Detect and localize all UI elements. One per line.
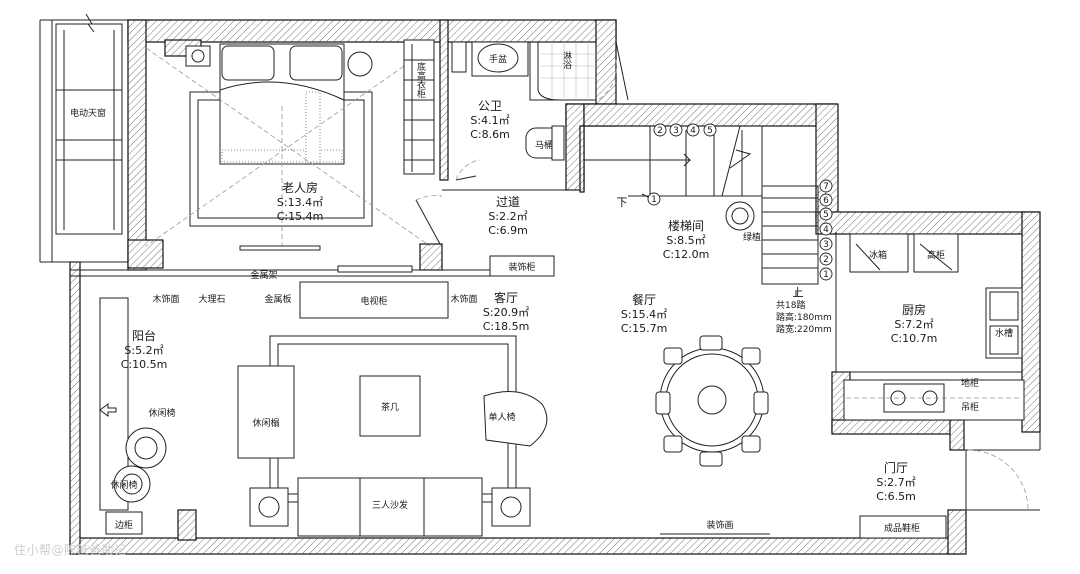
bathroom-name: 公卫 — [478, 99, 502, 113]
stair-num-right-3: 3 — [823, 240, 829, 250]
room-labels: 老人房 S:13.4㎡ C:15.4m 公卫 S:4.1㎡ C:8.6m 过道 … — [121, 99, 938, 503]
public-bathroom — [451, 41, 597, 181]
elderly-room-name: 老人房 — [282, 180, 318, 195]
metal-panel-label: 金属板 — [264, 293, 291, 305]
skylight — [55, 13, 123, 235]
stair-num-upper-5: 5 — [707, 126, 713, 136]
wardrobe-label: 底高衣柜 — [415, 61, 426, 99]
walls — [69, 19, 1041, 555]
elderly-room — [145, 39, 443, 251]
wood-panel-right-label: 木饰面 — [450, 293, 477, 305]
dining-set — [655, 335, 769, 467]
dining-perimeter: C:15.7m — [621, 322, 668, 335]
balcony-name: 阳台 — [132, 328, 156, 343]
base-cabinet-label: 地柜 — [961, 377, 979, 389]
tea-table-label: 茶几 — [381, 401, 399, 413]
tall-cabinet-label: 高柜 — [927, 249, 945, 261]
furniture-labels: 电动天窗 底高衣柜 手盆 淋浴 马桶 装饰柜 金属架 木饰面 大理石 金属板 电… — [70, 50, 1013, 534]
side-cabinet-label: 边柜 — [115, 519, 133, 531]
kitchen-area: S:7.2㎡ — [894, 318, 933, 331]
stair-num-right-2: 2 — [823, 255, 829, 265]
balcony-area: S:5.2㎡ — [124, 344, 163, 357]
kitchen — [843, 233, 1025, 421]
foyer-perimeter: C:6.5m — [876, 490, 916, 503]
sofa-label: 三人沙发 — [372, 499, 408, 511]
balcony-perimeter: C:10.5m — [121, 358, 168, 371]
stair-down-label: 下 — [617, 196, 628, 209]
foyer-area: S:2.7㎡ — [876, 476, 915, 489]
deco-cabinet-label: 装饰柜 — [508, 261, 535, 273]
marble-label: 大理石 — [198, 293, 225, 305]
leisure-chair-1-label: 休闲椅 — [148, 407, 175, 419]
dining-area: S:15.4㎡ — [621, 308, 667, 321]
corridor-perimeter: C:6.9m — [488, 224, 528, 237]
stairwell-area: S:8.5㎡ — [666, 234, 705, 247]
tv-cabinet-label: 电视柜 — [360, 295, 387, 307]
stair-num-right-7: 7 — [823, 182, 829, 192]
stair-num-right-5: 5 — [823, 210, 829, 220]
stair-num-upper-2: 2 — [657, 126, 663, 136]
corridor-area: S:2.2㎡ — [488, 210, 527, 223]
fridge-label: 冰箱 — [869, 249, 887, 261]
stair-num-upper-4: 4 — [690, 126, 696, 136]
wood-panel-left-label: 木饰面 — [152, 293, 179, 305]
stairwell — [584, 125, 819, 296]
shower-label: 淋浴 — [561, 50, 572, 70]
stair-num-right-4: 4 — [823, 225, 829, 235]
stair-number-labels: 2 3 4 5 1 7 6 5 4 3 2 1 — [651, 126, 829, 280]
stair-num-right-6: 6 — [823, 196, 829, 206]
living-furniture — [99, 265, 548, 537]
deco-painting-label: 装饰画 — [706, 519, 733, 531]
stair-up-label: 上 — [793, 286, 804, 299]
leisure-chair-2-label: 休闲椅 — [110, 479, 137, 491]
living-area: S:20.9㎡ — [483, 306, 529, 319]
stair-note-steps: 共18踏 — [776, 299, 805, 311]
toilet-label: 马桶 — [535, 139, 553, 151]
outline-lines — [39, 19, 1041, 511]
misc-cabinets — [489, 255, 947, 539]
foyer-name: 门厅 — [884, 460, 908, 475]
elderly-room-area: S:13.4㎡ — [277, 196, 323, 209]
watermark: 住小帮@陈爸爸助记 — [14, 543, 127, 557]
stairwell-name: 楼梯间 — [668, 218, 704, 233]
wall-cabinet-label: 吊柜 — [961, 401, 979, 413]
living-perimeter: C:18.5m — [483, 320, 530, 333]
elderly-room-perimeter: C:15.4m — [277, 210, 324, 223]
skylight-label: 电动天窗 — [70, 107, 106, 119]
kitchen-perimeter: C:10.7m — [891, 332, 938, 345]
stairwell-perimeter: C:12.0m — [663, 248, 710, 261]
lounge-couch-label: 休闲榻 — [252, 417, 279, 429]
bathroom-area: S:4.1㎡ — [470, 114, 509, 127]
bathroom-perimeter: C:8.6m — [470, 128, 510, 141]
shoe-cabinet-label: 成品鞋柜 — [884, 522, 920, 534]
plant-label: 绿植 — [743, 231, 761, 243]
sink-label: 水槽 — [995, 327, 1013, 339]
stair-num-lower-1: 1 — [651, 195, 657, 205]
stair-note-height: 踏高:180mm — [776, 311, 832, 323]
stair-numbers — [647, 123, 833, 281]
stair-note-width: 踏宽:220mm — [776, 323, 832, 335]
metal-shelf-label: 金属架 — [250, 269, 277, 281]
stair-num-upper-3: 3 — [673, 126, 679, 136]
basin-label: 手盆 — [489, 53, 507, 65]
living-name: 客厅 — [494, 290, 518, 305]
kitchen-name: 厨房 — [902, 302, 926, 317]
corridor-name: 过道 — [496, 195, 520, 209]
dining-name: 餐厅 — [632, 292, 656, 307]
armchair-label: 单人椅 — [488, 411, 515, 423]
stair-num-right-1: 1 — [823, 270, 829, 280]
